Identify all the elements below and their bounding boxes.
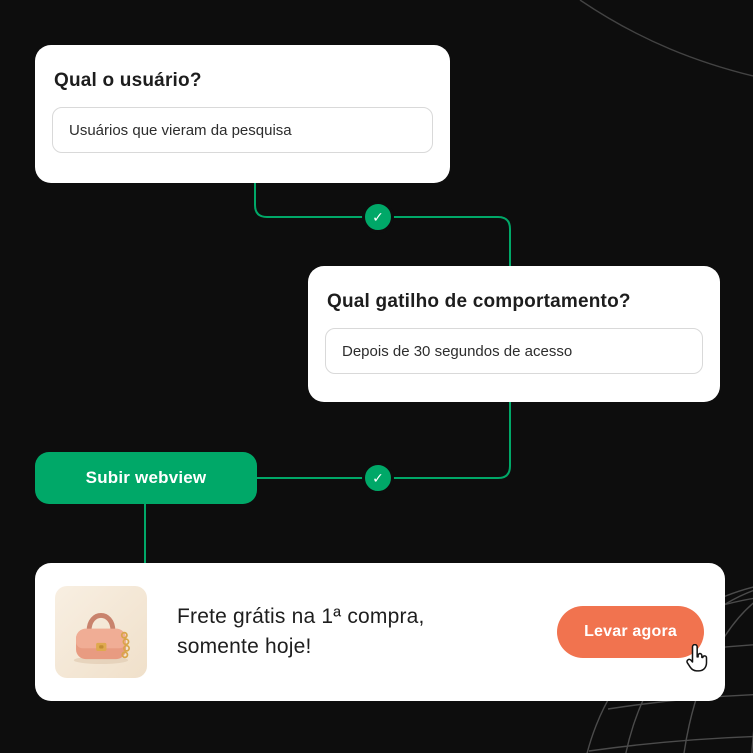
question-title: Qual o usuário?	[54, 70, 202, 91]
user-segment-select[interactable]: Usuários que vieram da pesquisa	[52, 107, 433, 153]
question-title: Qual gatilho de comportamento?	[327, 291, 631, 312]
behavior-trigger-select[interactable]: Depois de 30 segundos de acesso	[325, 328, 703, 374]
offer-message: Frete grátis na 1ª compra, somente hoje!	[177, 602, 425, 663]
offer-message-line2: somente hoje!	[177, 635, 312, 658]
handbag-icon	[73, 613, 130, 665]
top-right-arc-decoration	[579, 0, 753, 77]
cursor-hand-icon	[686, 644, 708, 672]
question-card-user: Qual o usuário? Usuários que vieram da p…	[35, 45, 450, 183]
check-icon: ✓	[362, 201, 394, 233]
check-icon: ✓	[362, 462, 394, 494]
offer-message-line1: Frete grátis na 1ª compra,	[177, 604, 425, 628]
offer-card: Frete grátis na 1ª compra, somente hoje!…	[35, 563, 725, 701]
question-card-trigger: Qual gatilho de comportamento? Depois de…	[308, 266, 720, 402]
subir-webview-button[interactable]: Subir webview	[35, 452, 257, 504]
product-thumbnail	[55, 586, 147, 678]
